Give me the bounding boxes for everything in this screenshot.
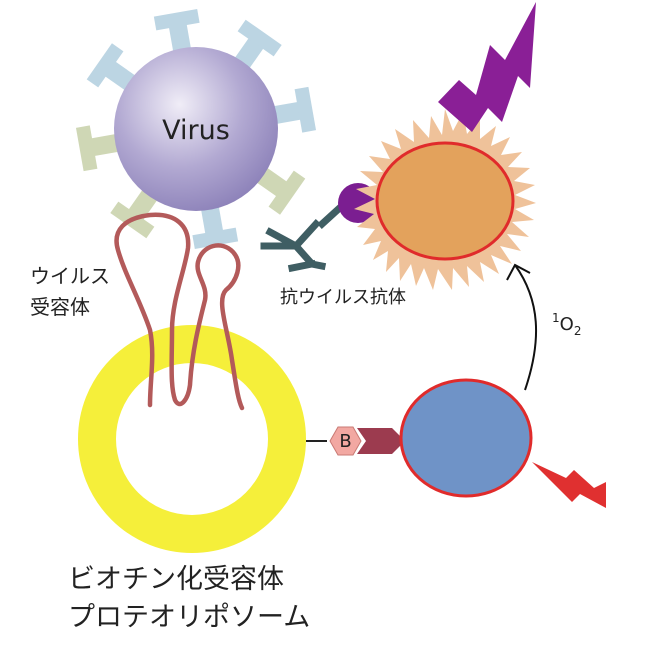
singlet-oxygen-main: O — [560, 314, 574, 335]
singlet-oxygen-superscript: 1 — [552, 311, 560, 325]
virus-receptor-strand — [114, 212, 245, 411]
singlet-oxygen-label: 1O2 — [552, 311, 581, 338]
acceptor-bead — [354, 109, 536, 290]
biotin-hexagon — [329, 426, 362, 456]
excitation-bolt — [532, 462, 606, 508]
biotin-label: B — [339, 431, 351, 452]
proteoliposome-label-line2: プロテオリポソーム — [68, 602, 310, 633]
singlet-oxygen-subscript: 2 — [574, 324, 582, 338]
antibody-label: 抗ウイルス抗体 — [280, 287, 406, 308]
donor-bead — [399, 378, 533, 498]
proteoliposome-ring — [78, 325, 306, 553]
singlet-oxygen-arrow — [514, 264, 538, 391]
virus-label: Virus — [162, 115, 230, 146]
acceptor-body — [375, 141, 515, 261]
emission-bolt — [438, 2, 536, 132]
proteoliposome-label-line1: ビオチン化受容体 — [68, 564, 284, 595]
virus-receptor-label-line1: ウイルス — [30, 264, 110, 288]
antibody — [260, 199, 349, 273]
singlet-oxygen-arrowhead — [506, 263, 531, 281]
virus — [75, 8, 317, 250]
virus-receptor-label-line2: 受容体 — [30, 295, 90, 319]
streptavidin-chevron — [357, 428, 405, 454]
virus-body — [114, 47, 278, 211]
